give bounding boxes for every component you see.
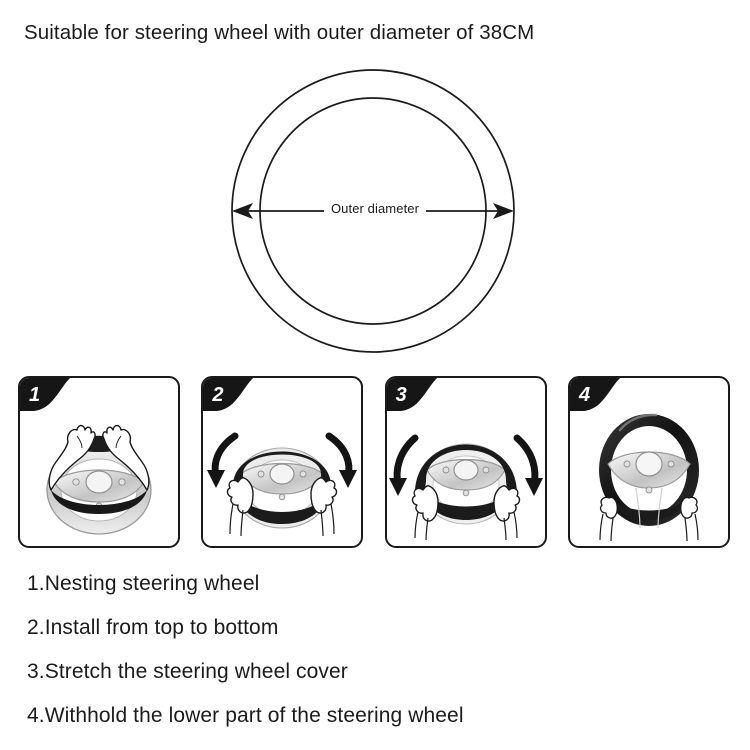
step-number-badge-4 (569, 378, 626, 412)
step-number-1: 1 (29, 384, 41, 406)
instruction-item-3: 3.Stretch the steering wheel cover (27, 660, 348, 683)
step-illustration-1 (20, 378, 178, 546)
step-illustration-4 (570, 378, 728, 546)
step-number-2: 2 (212, 384, 224, 406)
step-panel-2[interactable]: 2 (201, 376, 364, 548)
outer-diameter-label-text: Outer diameter (323, 201, 427, 216)
curved-arrow-down-right (325, 432, 358, 488)
step-number-badge-2 (203, 378, 259, 412)
step-panels-row: 1 (18, 376, 730, 548)
right-arrowhead (493, 203, 514, 219)
left-arrowhead (232, 203, 253, 219)
page-title: Suitable for steering wheel with outer d… (24, 21, 535, 44)
step-number-badge-3 (386, 378, 443, 412)
curved-arrow-down-left (388, 434, 419, 496)
step-illustration-3 (387, 378, 545, 546)
instruction-item-2: 2.Install from top to bottom (27, 616, 279, 639)
instruction-item-4: 4.Withhold the lower part of the steerin… (27, 704, 464, 727)
step-number-badge-1 (20, 378, 76, 412)
curved-arrow-down-left (207, 432, 239, 488)
instruction-item-1: 1.Nesting steering wheel (27, 572, 260, 595)
step-panel-1[interactable]: 1 (18, 376, 180, 548)
step-number-3: 3 (395, 384, 407, 406)
instruction-list: 1.Nesting steering wheel 2.Install from … (27, 562, 727, 738)
step-panel-4[interactable]: 4 (567, 376, 730, 548)
step-illustration-2 (203, 378, 361, 546)
step-number-4: 4 (578, 384, 591, 406)
outer-diameter-label: Outer diameter (225, 201, 525, 216)
curved-arrow-down-right (513, 434, 543, 496)
step-panel-3[interactable]: 3 (384, 376, 547, 548)
outer-diameter-diagram: Outer diameter (225, 58, 525, 363)
